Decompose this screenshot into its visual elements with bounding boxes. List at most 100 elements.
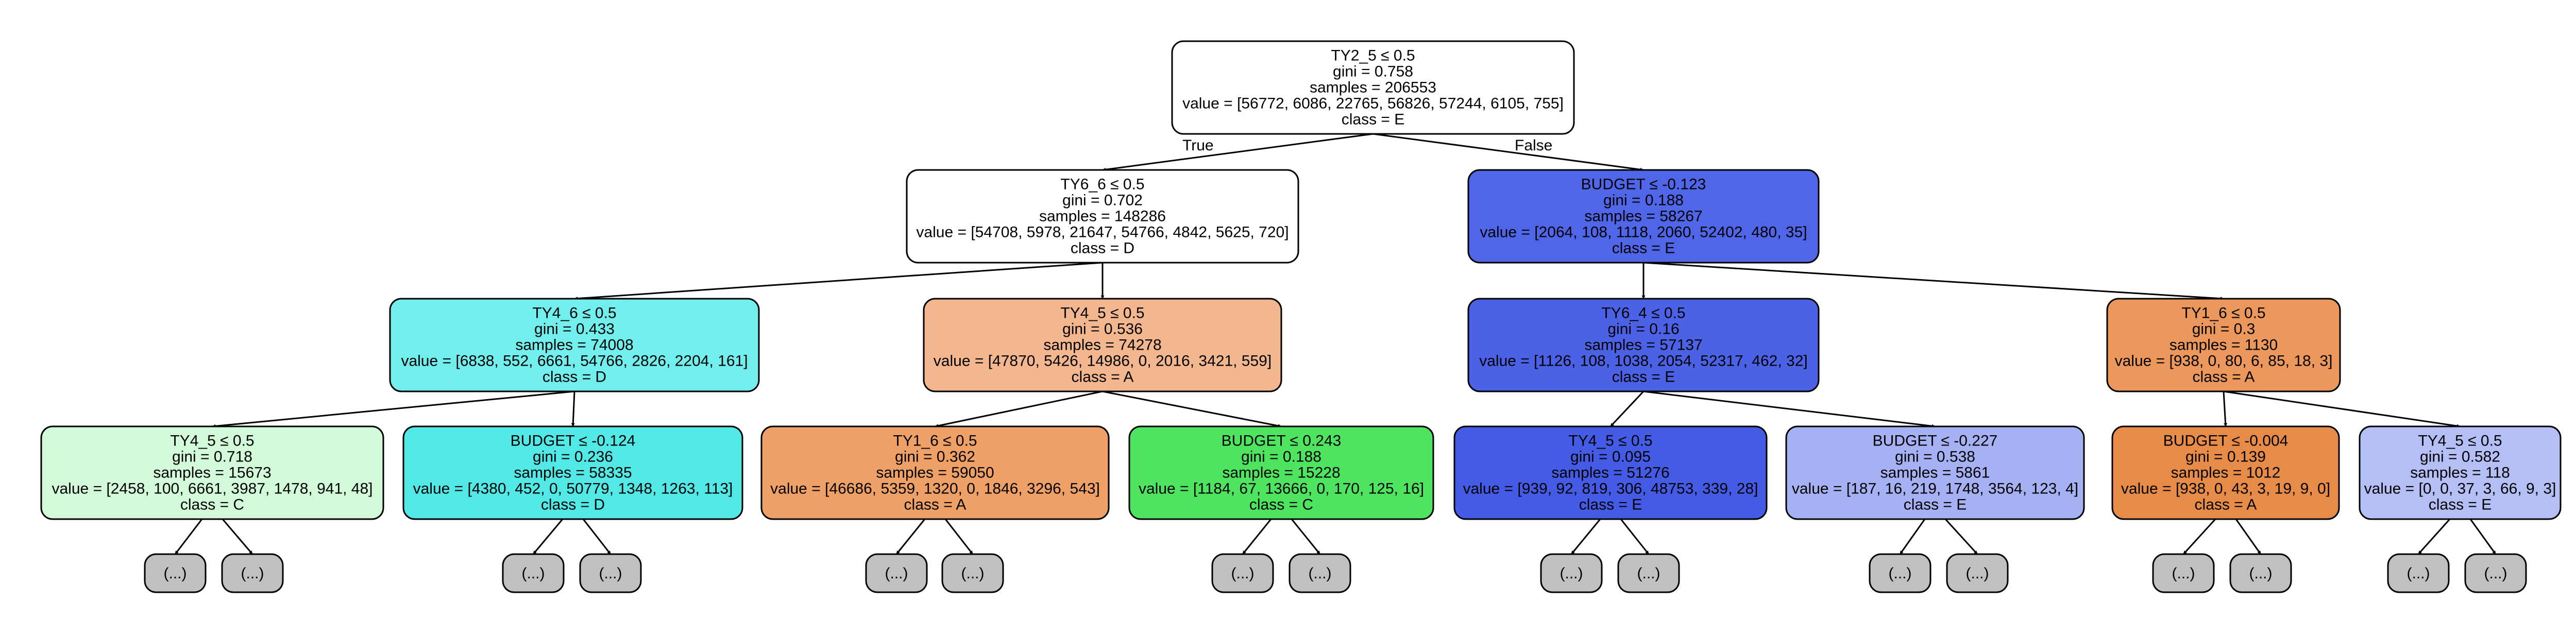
ellipsis-box [865, 553, 928, 593]
ellipsis-box [579, 553, 642, 593]
node-line: gini = 0.702 [1062, 192, 1143, 209]
ellipsis-box [1869, 553, 1931, 593]
node-line: gini = 0.433 [534, 321, 615, 338]
ellipsis-box [2229, 553, 2292, 593]
truncated-subtree-n_budget_b-0: (...) [502, 553, 565, 593]
truncated-subtree-n_ty4_5c-0: (...) [1540, 553, 1603, 593]
node-line: class = E [1579, 496, 1642, 513]
edge-n_ty1_6a-to-n_ty4_5d [2223, 390, 2461, 428]
node-line: samples = 1012 [2171, 465, 2281, 482]
node-line: TY6_6 ≤ 0.5 [1060, 176, 1144, 193]
ellipsis-label: (...) [241, 565, 264, 582]
node-box [1785, 425, 2085, 520]
ellipsis-label: (...) [1560, 565, 1583, 582]
node-line: gini = 0.718 [172, 449, 252, 466]
ellipsis-label: (...) [1889, 565, 1912, 582]
node-line: samples = 51276 [1551, 465, 1669, 482]
node-line: BUDGET ≤ -0.123 [1581, 176, 1706, 193]
ellipsis-box [2152, 553, 2215, 593]
truncated-subtree-n_ty4_5d-1: (...) [2464, 553, 2527, 593]
node-box [2106, 298, 2341, 392]
ellipsis-box [1617, 553, 1680, 593]
node-line: samples = 57137 [1584, 337, 1702, 354]
ellipsis-label: (...) [2249, 565, 2273, 582]
node-line: value = [1184, 67, 13666, 0, 170, 125, 1… [1139, 480, 1424, 497]
edge-n_budget_c-to-ellipsis-0 [1242, 519, 1272, 555]
node-line: gini = 0.188 [1241, 449, 1321, 466]
node-line: gini = 0.236 [533, 449, 613, 466]
edge-n_ty4_5a-to-n_budget_c [1102, 390, 1282, 428]
node-line: BUDGET ≤ 0.243 [1222, 433, 1342, 450]
edge-n_budget_e-to-ellipsis-1 [2235, 519, 2262, 555]
edge-n_budget_b-to-ellipsis-1 [582, 519, 612, 555]
edge-n_budget_e-to-ellipsis-0 [2182, 518, 2216, 555]
node-line: samples = 15673 [153, 465, 271, 482]
truncated-subtree-n_budget_c-0: (...) [1211, 553, 1274, 593]
node-box [906, 169, 1299, 264]
node-line: class = D [543, 369, 606, 386]
node-line: samples = 1130 [2170, 337, 2278, 354]
node-line: class = C [180, 496, 244, 513]
node-line: TY4_5 ≤ 0.5 [1568, 433, 1652, 450]
node-box [760, 425, 1110, 520]
edge-n_ty4_5b-to-ellipsis-1 [222, 519, 253, 555]
edge-n_ty4_5b-to-ellipsis-0 [174, 519, 203, 555]
node-line: class = A [2193, 369, 2255, 386]
ellipsis-box [1540, 553, 1603, 593]
node-line: samples = 15228 [1222, 465, 1340, 482]
truncated-subtree-n_budget_d-1: (...) [1946, 553, 2009, 593]
node-line: gini = 0.16 [1607, 321, 1679, 338]
edge-n_ty4_6-to-n_ty4_5b [212, 390, 575, 428]
node-line: class = E [1342, 111, 1405, 128]
node-line: gini = 0.3 [2192, 321, 2256, 338]
node-line: class = A [2195, 496, 2257, 513]
ellipsis-box [502, 553, 565, 593]
edge-n_budget_b-to-ellipsis-0 [532, 519, 564, 555]
node-box [389, 298, 760, 392]
node-line: class = E [1612, 369, 1675, 386]
node-line: samples = 58267 [1584, 208, 1702, 225]
node-line: gini = 0.536 [1062, 321, 1143, 338]
edge-root-to-n_budget_a [1372, 133, 1644, 171]
truncated-subtree-n_budget_d-0: (...) [1869, 553, 1931, 593]
ellipsis-box [1211, 553, 1274, 593]
node-box [2359, 425, 2562, 520]
node-line: value = [1126, 108, 1038, 2054, 52317, 4… [1479, 353, 1808, 370]
ellipsis-label: (...) [164, 565, 187, 582]
node-box [1171, 40, 1575, 135]
node-line: class = A [904, 496, 967, 513]
ellipsis-box [1289, 553, 1351, 593]
edge-n_budget_a-to-n_ty1_6a [1643, 262, 2224, 301]
ellipsis-box [144, 553, 207, 593]
edge-n_ty4_5c-to-ellipsis-0 [1570, 519, 1601, 555]
false-branch-label: False [1515, 137, 1552, 154]
node-line: value = [46686, 5359, 1320, 0, 1846, 329… [770, 480, 1100, 497]
node-line: samples = 74008 [515, 337, 633, 354]
ellipsis-box [941, 553, 1004, 593]
node-line: gini = 0.582 [2420, 449, 2500, 466]
node-box [923, 298, 1282, 392]
node-line: gini = 0.188 [1603, 192, 1684, 209]
node-box [402, 425, 743, 520]
edge-n_budget_d-to-ellipsis-0 [1899, 519, 1926, 555]
node-box [1453, 425, 1768, 520]
edge-n_ty4_5d-to-ellipsis-0 [2417, 518, 2451, 555]
node-line: samples = 74278 [1043, 337, 1161, 354]
ellipsis-box [2387, 553, 2450, 593]
node-line: value = [938, 0, 80, 6, 85, 18, 3] [2115, 353, 2333, 370]
node-line: gini = 0.538 [1895, 449, 1975, 466]
node-line: class = D [1071, 240, 1134, 257]
ellipsis-box [1946, 553, 2009, 593]
node-box [1128, 425, 1434, 520]
node-line: value = [47870, 5426, 14986, 0, 2016, 34… [934, 353, 1272, 370]
ellipsis-label: (...) [885, 565, 908, 582]
